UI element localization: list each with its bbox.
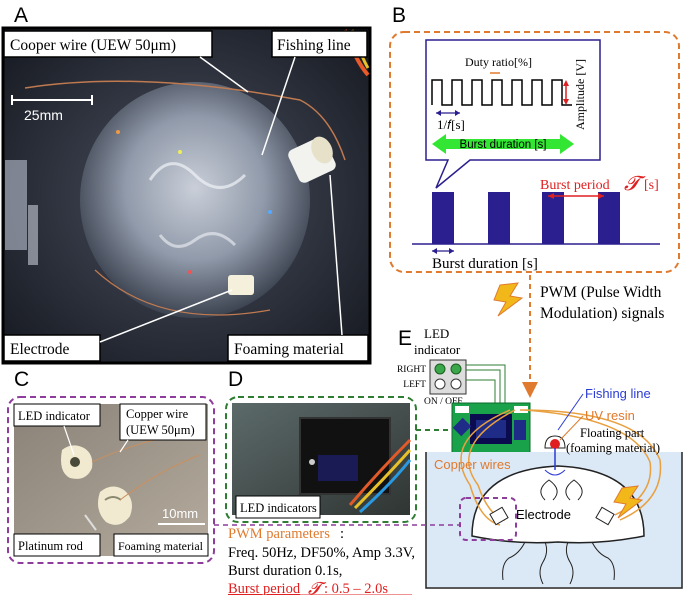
floating-part-label-1: Floating part (580, 426, 645, 440)
label-copper-wire-a: Cooper wire (UEW 50μm) (3, 30, 249, 93)
svg-text:(UEW 50μm): (UEW 50μm) (126, 423, 195, 437)
floating-part-label-2: (foaming material) (566, 441, 660, 455)
label-copper-wire-c: Copper wire (UEW 50μm) (119, 403, 207, 453)
svg-text:25mm: 25mm (24, 107, 63, 123)
electrode-left (489, 506, 509, 526)
electrode-label-e: Electrode (516, 507, 571, 522)
burst-pulse (432, 192, 454, 244)
label-fishing-line-a: Fishing line (261, 30, 368, 156)
svg-text:PWM parameters: PWM parameters (228, 526, 330, 542)
burst-duration-bottom-label: Burst duration [s] (432, 256, 538, 272)
pwm-text-line1: PWM (Pulse Width (540, 284, 662, 301)
label-foaming-material-c: Foaming material (113, 533, 209, 557)
svg-text:Copper wire: Copper wire (126, 407, 189, 421)
panel-letter-c: C (14, 368, 29, 391)
svg-text:Platinum rod: Platinum rod (18, 539, 84, 553)
electrode-right (595, 506, 615, 526)
label-electrode-a: Electrode (3, 289, 233, 362)
panel-c-frame (7, 396, 215, 564)
foaming-cylinder (288, 136, 336, 183)
panel-letter-a: A (14, 4, 28, 27)
pwm-parameters: PWM parameters : Freq. 50Hz, DF50%, Amp … (228, 526, 415, 595)
svg-text:LED indicator: LED indicator (18, 409, 91, 423)
panel-letter-b: B (392, 4, 406, 27)
square-wave (431, 79, 572, 106)
label-led-indicator-c: LED indicator (13, 403, 101, 456)
led-indicator-label-1: LED (424, 326, 449, 341)
burst-period-label: Burst period (540, 178, 610, 193)
svg-text:LED indicators: LED indicators (240, 501, 317, 515)
fishing-line-label-e: Fishing line (585, 386, 651, 401)
svg-text:Fishing line: Fishing line (277, 37, 351, 54)
led-right-2 (450, 363, 462, 375)
panel-letter-e: E (398, 327, 412, 350)
electrode-block (228, 275, 254, 295)
burst-pulse (488, 192, 510, 244)
svg-text:Electrode: Electrode (10, 341, 70, 358)
panel-letter-d: D (228, 368, 243, 391)
led-left (434, 378, 446, 390)
svg-text:10mm: 10mm (162, 506, 198, 521)
panel-b-frame (389, 31, 680, 273)
duty-ratio-label: Duty ratio[%] (465, 55, 532, 69)
foam-device-2 (98, 486, 132, 525)
panel-a-photo (1, 26, 372, 365)
floating-part (544, 435, 566, 476)
lightning-icon-e (613, 485, 644, 519)
tentacles (502, 479, 615, 585)
label-platinum-rod-c: Platinum rod (13, 533, 101, 557)
pwm-text-line2: Modulation) signals (540, 305, 664, 322)
led-onoff (450, 378, 462, 390)
burst-pulse (598, 192, 620, 244)
uv-resin-label: UV resin (585, 408, 635, 423)
svg-text:Burst duration 0.1s,: Burst duration 0.1s, (228, 563, 342, 579)
purple-highlight-box (459, 497, 517, 541)
led-onoff-label: ON / OFF (424, 397, 463, 407)
led-right-1 (434, 363, 446, 375)
copper-wire-line (24, 80, 346, 161)
led-right-label: RIGHT (397, 365, 426, 375)
svg-text:Freq. 50Hz, DF50%, Amp 3.3V,: Freq. 50Hz, DF50%, Amp 3.3V, (228, 545, 415, 561)
led-indicator-label-2: indicator (414, 342, 461, 357)
led-left-label: LEFT (403, 380, 426, 390)
tau-unit: [s] (644, 178, 659, 193)
burst-pulses (412, 192, 660, 245)
svg-text::: : (340, 526, 344, 542)
svg-text:Burst period: Burst period (228, 581, 301, 595)
svg-text:Burst duration [s]: Burst duration [s] (460, 139, 547, 151)
pwm-callout-box (425, 39, 601, 189)
svg-text:Cooper wire (UEW 50μm): Cooper wire (UEW 50μm) (10, 37, 176, 54)
uv-resin-dot (550, 439, 560, 449)
freq-label: 1/𝑓[s] (437, 117, 465, 132)
amplitude-label: Amplitude [V] (573, 59, 587, 130)
burst-duration-green-arrow: Burst duration [s] (432, 134, 574, 154)
lightning-icon (493, 282, 524, 317)
svg-text:Foaming material: Foaming material (118, 539, 204, 553)
scale-bar-c: 10mm (158, 506, 205, 525)
led-indicator-panel (429, 359, 467, 395)
burst-pulse (542, 192, 564, 244)
panel-d-frame (225, 396, 417, 523)
svg-text:Foaming material: Foaming material (234, 341, 344, 358)
tau-symbol: 𝓣 (624, 173, 646, 195)
scale-bar-a: 25mm (11, 95, 93, 123)
jellyfish-body (80, 82, 310, 318)
label-led-indicators-d: LED indicators (235, 495, 321, 519)
label-foaming-material-a: Foaming material (227, 174, 369, 362)
svg-text:: 0.5 – 2.0s: : 0.5 – 2.0s (324, 581, 388, 595)
copper-wires-label: Copper wires (434, 457, 511, 472)
